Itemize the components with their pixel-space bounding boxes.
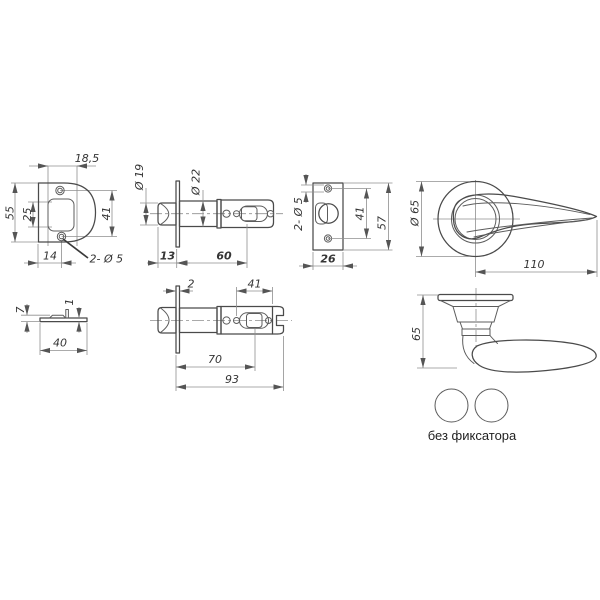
- spindle-slot: [239, 312, 269, 329]
- faceplate-front-view: 18,5 55 25 41 14 2- Ø 5: [4, 152, 124, 268]
- dim-hole-offset: 14: [43, 250, 57, 263]
- plate-profile: [39, 317, 88, 323]
- fork-end: [271, 305, 285, 335]
- dim-total-length: 93: [225, 373, 239, 386]
- dim-bolt-dia: Ø 19: [133, 164, 146, 191]
- dim-plate-width: 40: [53, 337, 67, 350]
- bolt-face: [318, 203, 339, 224]
- bolt-guide: [315, 202, 328, 225]
- dim-holes-label: 2- Ø 5: [90, 253, 124, 266]
- neck-right: [489, 335, 498, 344]
- screw-hole-top: [55, 185, 65, 196]
- strike-plate-view: 2- Ø 5 41 57 26: [292, 174, 393, 270]
- variant-caption: без фиксатора: [428, 428, 517, 443]
- dim-spindle-distance: 70: [208, 353, 222, 366]
- dim-strike-height: 57: [376, 216, 389, 230]
- neck-left: [462, 335, 475, 364]
- latch-opening: [47, 198, 75, 232]
- dim-opening-height: 25: [21, 208, 34, 222]
- spindle-square: [246, 313, 263, 328]
- rosette-outer: [437, 180, 514, 258]
- guide-bump: [49, 314, 66, 319]
- dim-head-length: 13: [160, 250, 176, 263]
- dim-hole-spacing: 41: [100, 207, 113, 221]
- rear-tube: [220, 305, 274, 335]
- dim-top-width: 18,5: [75, 152, 100, 165]
- dim-strike-width: 26: [320, 253, 336, 266]
- strike-outline: [312, 182, 344, 251]
- latch-top-view: Ø 19 Ø 22 13 60: [133, 164, 283, 268]
- dim-rear-length: 41: [248, 278, 262, 291]
- dim-lever-length: 110: [524, 258, 545, 271]
- dim-side-height: 7: [14, 307, 27, 314]
- lever-detail-top: [462, 202, 591, 215]
- rosette-collar: [454, 198, 497, 240]
- lever-detail-bottom: [466, 217, 593, 233]
- faceplate-outline: [37, 182, 97, 243]
- bolt-bevel: [160, 307, 170, 333]
- dim-strike-hole-spacing: 41: [354, 207, 367, 221]
- handle-front-view: Ø 65 110: [409, 180, 598, 277]
- dim-plate-thickness: 1: [63, 299, 76, 306]
- handle-side-view: 65: [410, 288, 597, 373]
- dim-body-dia: Ø 22: [190, 169, 203, 196]
- knob-circle-left: [434, 388, 469, 423]
- knob-circle-right: [474, 388, 509, 423]
- collar-block: [461, 328, 491, 336]
- faceplate-side-view: 7 1 40: [14, 299, 88, 355]
- dim-rose-dia: Ø 65: [409, 200, 422, 227]
- dim-flange-thickness: 2: [188, 278, 195, 291]
- rear-tube: [220, 199, 275, 229]
- dim-handle-height: 65: [410, 327, 423, 341]
- screw-hole-bottom: [56, 231, 67, 242]
- dim-strike-holes: 2- Ø 5: [292, 197, 305, 231]
- grip-outline: [471, 339, 597, 373]
- bolt-bevel: [160, 203, 170, 225]
- variant-indicator: без фиксатора: [428, 388, 517, 443]
- dim-plate-height: 55: [4, 206, 17, 220]
- lever-detail-lower: [473, 219, 590, 238]
- lip-tab: [65, 309, 69, 319]
- lever-outline: [452, 193, 598, 240]
- dim-body-length: 60: [216, 250, 232, 263]
- latch-side-view: 2 41 70 93: [150, 278, 292, 391]
- rosette-disc: [437, 293, 514, 302]
- spindle-square: [241, 206, 258, 222]
